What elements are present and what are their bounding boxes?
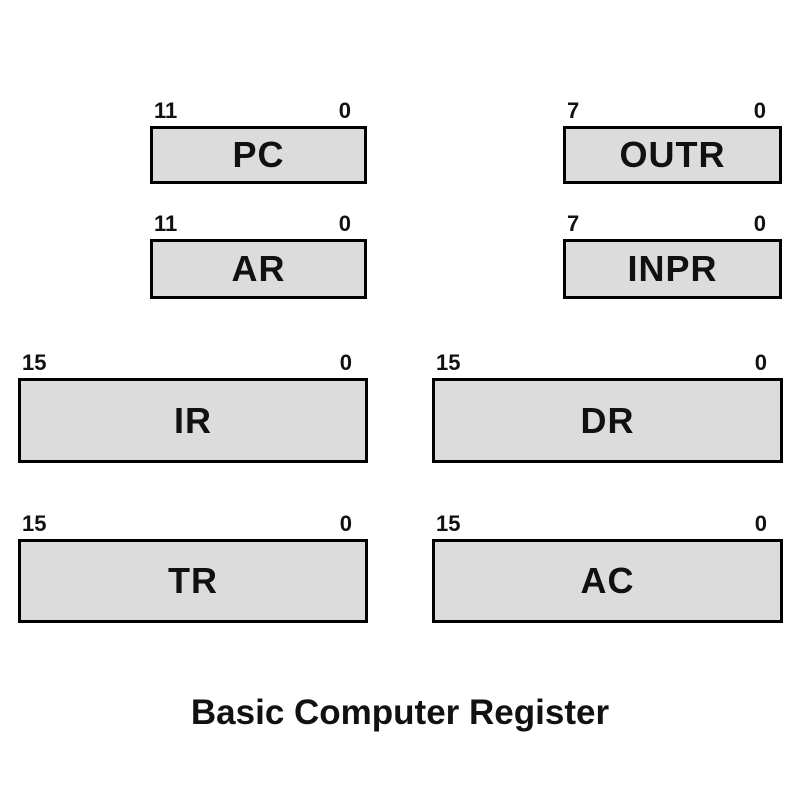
register-name: IR [174, 399, 212, 441]
register-name: DR [580, 399, 635, 441]
bit-range-labels: 15 0 [432, 350, 783, 378]
register-box: TR [18, 539, 368, 623]
register-ac: 15 0 AC [432, 511, 783, 623]
high-bit-label: 15 [22, 350, 47, 375]
low-bit-label: 0 [753, 98, 766, 123]
high-bit-label: 15 [22, 511, 47, 536]
register-name: AC [580, 560, 635, 601]
register-ir: 15 0 IR [18, 350, 368, 463]
high-bit-label: 7 [567, 98, 580, 123]
high-bit-label: 15 [436, 511, 461, 536]
register-name: INPR [627, 248, 718, 289]
register-box: OUTR [563, 126, 782, 184]
high-bit-label: 7 [567, 211, 580, 236]
bit-range-labels: 15 0 [18, 350, 368, 378]
register-name: PC [232, 134, 285, 175]
register-box: PC [150, 126, 367, 184]
register-box: AC [432, 539, 783, 623]
register-outr: 7 0 OUTR [563, 98, 782, 184]
low-bit-label: 0 [339, 350, 352, 375]
register-ar: 11 0 AR [150, 211, 367, 299]
bit-range-labels: 15 0 [432, 511, 783, 539]
register-name: OUTR [619, 134, 726, 175]
low-bit-label: 0 [338, 211, 351, 236]
high-bit-label: 11 [154, 211, 178, 236]
register-tr: 15 0 TR [18, 511, 368, 623]
low-bit-label: 0 [339, 511, 352, 536]
register-pc: 11 0 PC [150, 98, 367, 184]
low-bit-label: 0 [338, 98, 351, 123]
register-box: AR [150, 239, 367, 299]
low-bit-label: 0 [754, 511, 767, 536]
register-box: INPR [563, 239, 782, 299]
bit-range-labels: 11 0 [150, 211, 367, 239]
high-bit-label: 15 [436, 350, 461, 375]
diagram-title: Basic Computer Register [190, 693, 610, 732]
bit-range-labels: 15 0 [18, 511, 368, 539]
bit-range-labels: 7 0 [563, 211, 782, 239]
high-bit-label: 11 [154, 98, 178, 123]
bit-range-labels: 11 0 [150, 98, 367, 126]
register-inpr: 7 0 INPR [563, 211, 782, 299]
register-name: TR [168, 560, 218, 601]
register-box: DR [432, 378, 783, 463]
low-bit-label: 0 [754, 350, 767, 375]
bit-range-labels: 7 0 [563, 98, 782, 126]
register-dr: 15 0 DR [432, 350, 783, 463]
register-box: IR [18, 378, 368, 463]
low-bit-label: 0 [753, 211, 766, 236]
register-name: AR [231, 248, 286, 289]
